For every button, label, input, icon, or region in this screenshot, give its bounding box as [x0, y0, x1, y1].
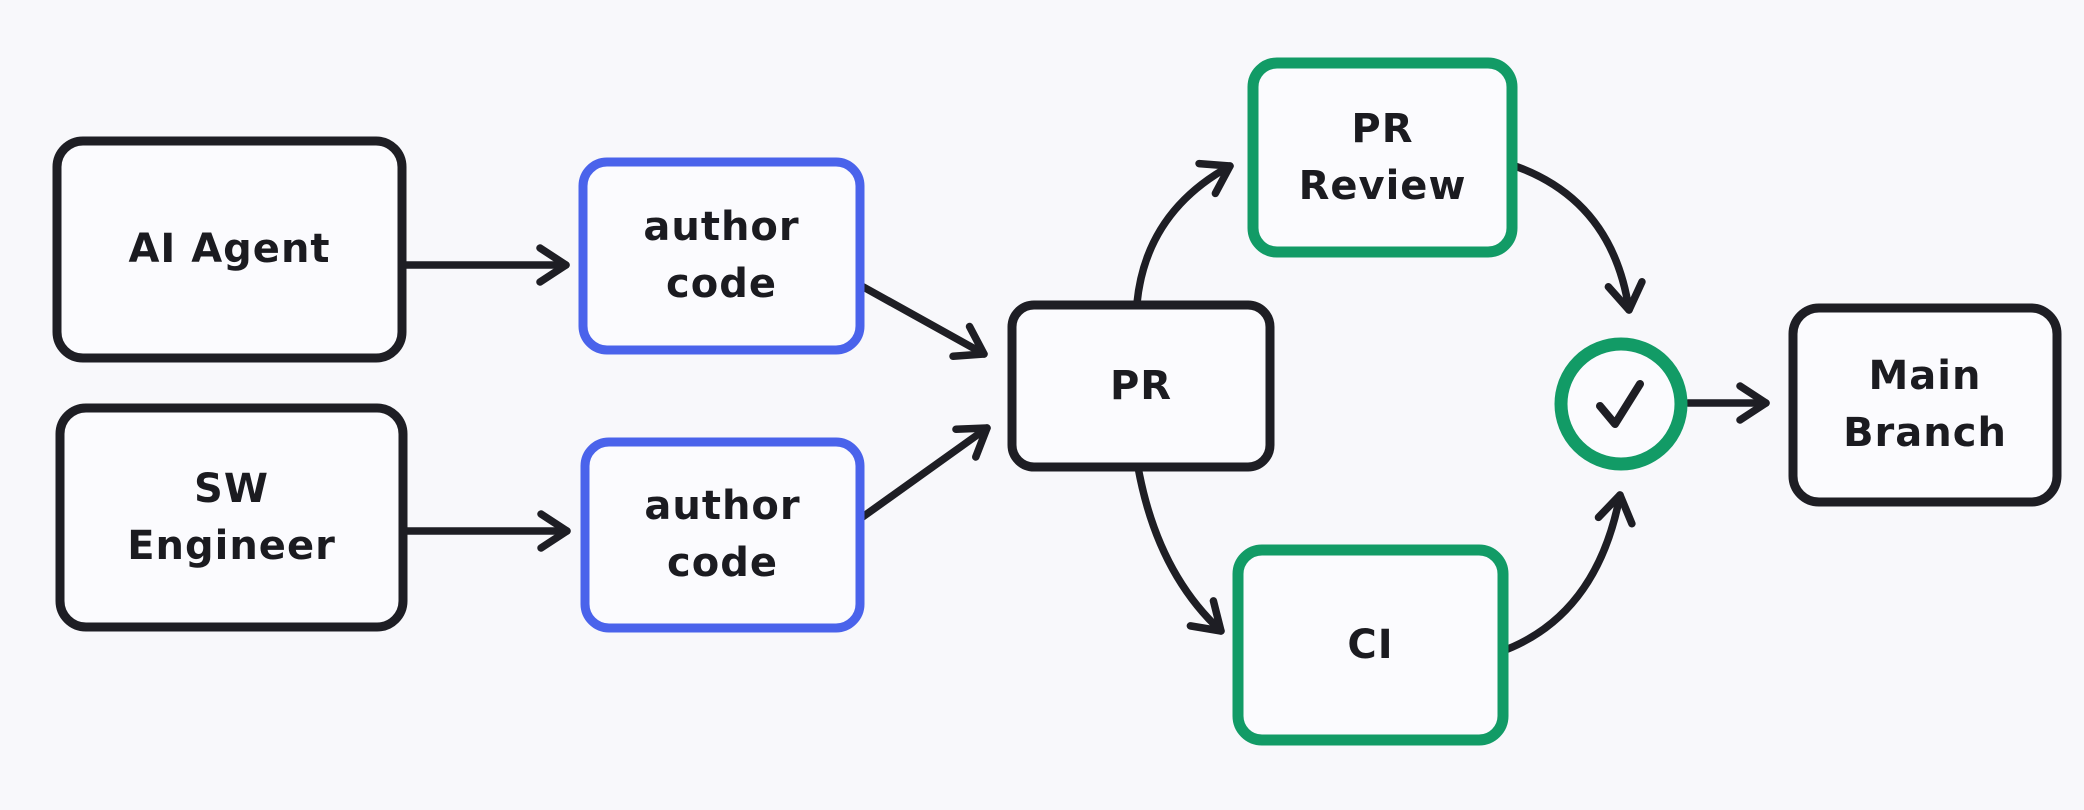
pr-node [1007, 300, 1275, 472]
author-code-bottom-node [580, 437, 865, 633]
sw-engineer-node [55, 403, 408, 632]
approval-check-node [1554, 337, 1688, 471]
main-branch-node [1788, 303, 2062, 507]
edge-pr-review-to-approval-check [1502, 159, 1646, 314]
edge-pr-to-pr-review [1133, 159, 1234, 307]
edge-ci-to-approval-check [1496, 491, 1636, 656]
pr-review-node [1247, 57, 1518, 258]
ci-node [1232, 544, 1509, 746]
checkmark-icon [1596, 380, 1644, 428]
edge-author-code-top-to-pr [854, 280, 988, 360]
ai-agent-node [52, 136, 407, 363]
edge-pr-to-ci [1134, 463, 1225, 635]
author-code-top-node [578, 157, 865, 355]
edge-author-code-bottom-to-pr [853, 424, 991, 525]
